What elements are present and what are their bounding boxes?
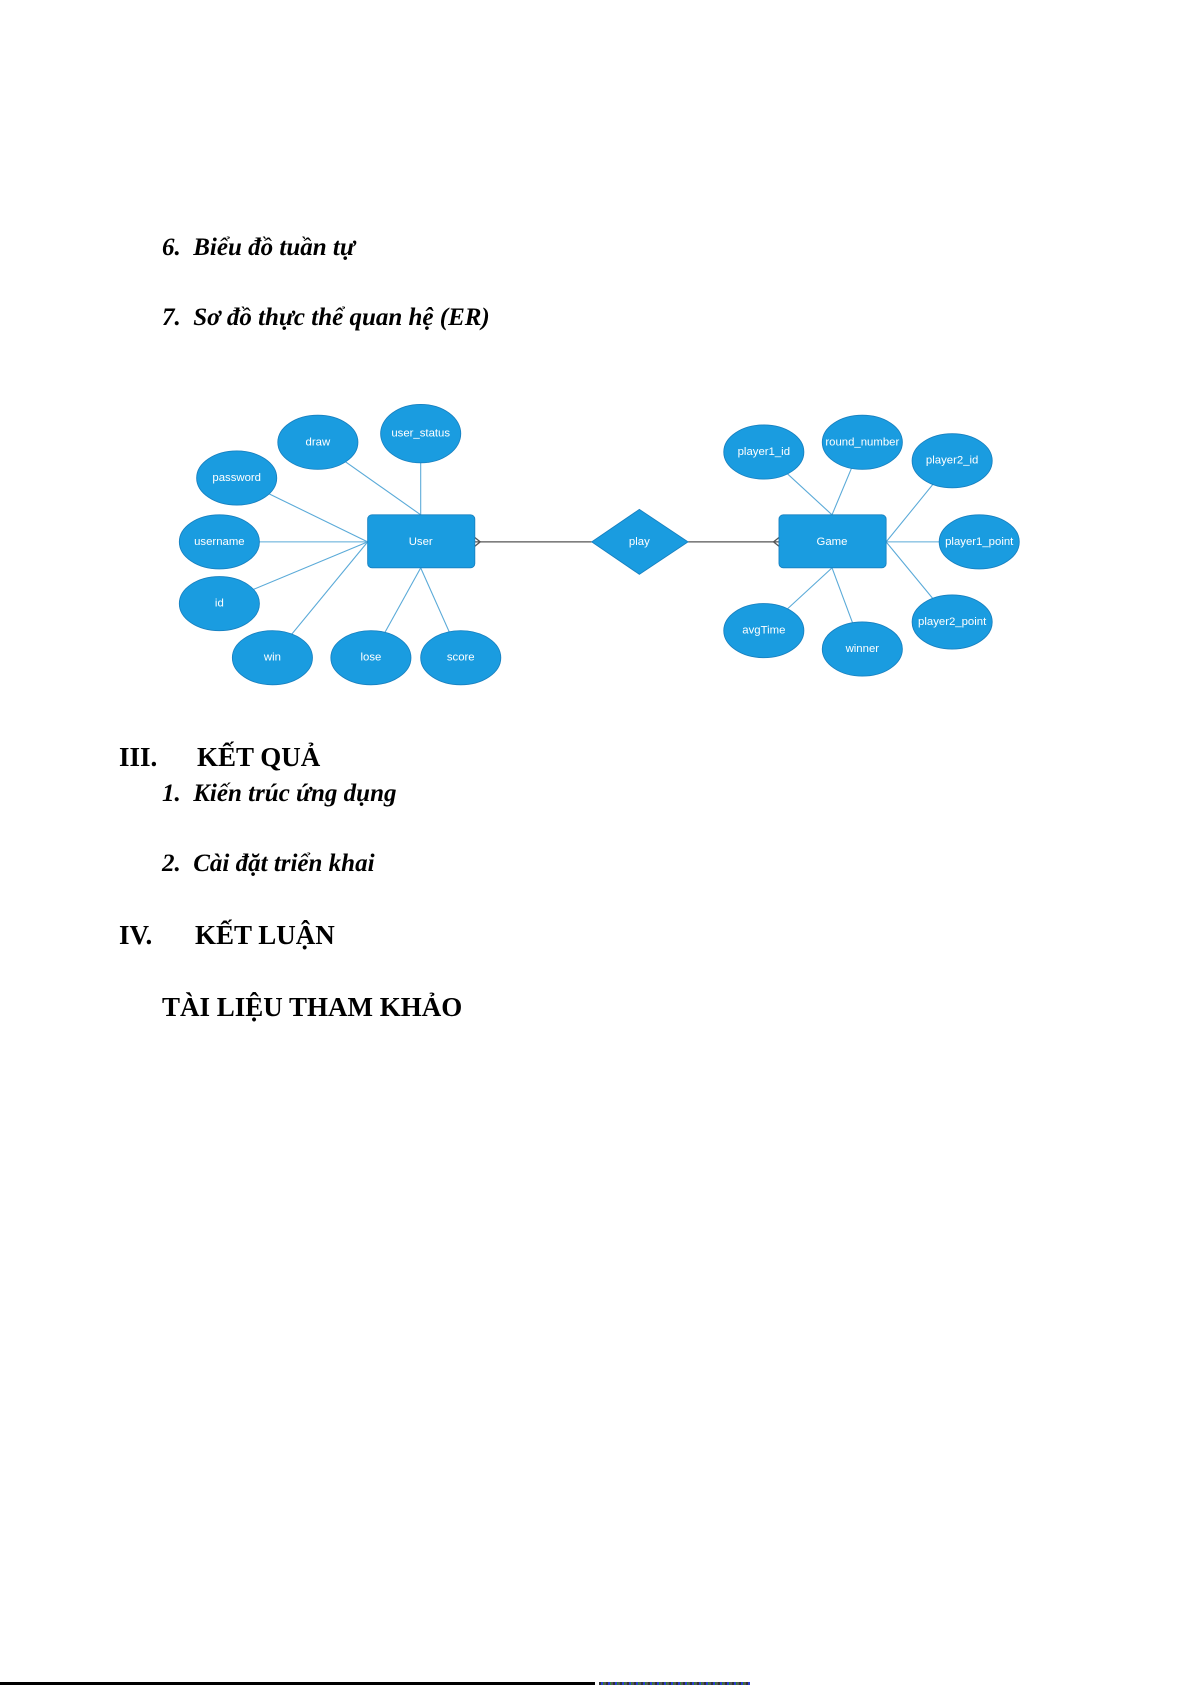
attr-player2-id: player2_id bbox=[926, 455, 978, 467]
heading-title: Sơ đồ thực thể quan hệ (ER) bbox=[193, 304, 490, 331]
attr-lose: lose bbox=[360, 652, 381, 664]
attr-draw: draw bbox=[306, 436, 331, 448]
attr-user-status: user_status bbox=[391, 428, 450, 440]
attr-winner: winner bbox=[845, 643, 880, 655]
er-diagram: User Game play draw user_status password… bbox=[178, 403, 1020, 686]
entity-game bbox=[778, 514, 887, 569]
heading-6: 6. Biểu đồ tuần tự bbox=[162, 234, 355, 262]
heading-number: 1. bbox=[162, 780, 181, 807]
heading-iii-2: 2. Cài đặt triển khai bbox=[162, 850, 375, 878]
heading-number: 2. bbox=[162, 850, 181, 877]
attr-username: username bbox=[194, 536, 245, 548]
page-bottom-border bbox=[0, 1682, 595, 1685]
entity-game-label: Game bbox=[817, 536, 848, 548]
heading-iii: III. KẾT QUẢ bbox=[119, 742, 320, 773]
attr-score: score bbox=[447, 652, 475, 664]
attr-win: win bbox=[263, 652, 281, 664]
heading-references: TÀI LIỆU THAM KHẢO bbox=[162, 992, 463, 1022]
entity-user-label: User bbox=[409, 536, 433, 548]
heading-title: Kiến trúc ứng dụng bbox=[193, 780, 397, 807]
entity-user bbox=[367, 514, 476, 569]
heading-title: Biểu đồ tuần tự bbox=[193, 234, 355, 261]
attr-round-number: round_number bbox=[825, 436, 899, 448]
heading-title: KẾT LUẬN bbox=[195, 920, 335, 950]
heading-number: 6. bbox=[162, 234, 181, 261]
page-bottom-border-segment bbox=[599, 1682, 750, 1685]
heading-iv: IV. KẾT LUẬN bbox=[119, 920, 335, 951]
heading-number: 7. bbox=[162, 304, 181, 331]
heading-number: III. bbox=[119, 742, 158, 772]
heading-7: 7. Sơ đồ thực thể quan hệ (ER) bbox=[162, 304, 490, 332]
attr-player2-point: player2_point bbox=[918, 616, 987, 628]
relationship-label: play bbox=[629, 536, 650, 548]
relationship-play bbox=[590, 508, 689, 575]
heading-iii-1: 1. Kiến trúc ứng dụng bbox=[162, 780, 397, 808]
heading-title: KẾT QUẢ bbox=[197, 742, 321, 772]
attr-player1-id: player1_id bbox=[738, 446, 790, 458]
attr-id: id bbox=[215, 598, 224, 610]
relationship-links bbox=[474, 537, 780, 547]
attr-password: password bbox=[212, 472, 261, 484]
heading-title: Cài đặt triển khai bbox=[193, 850, 375, 877]
attr-player1-point: player1_point bbox=[945, 536, 1014, 548]
heading-number: IV. bbox=[119, 920, 153, 950]
attr-avgtime: avgTime bbox=[742, 625, 785, 637]
